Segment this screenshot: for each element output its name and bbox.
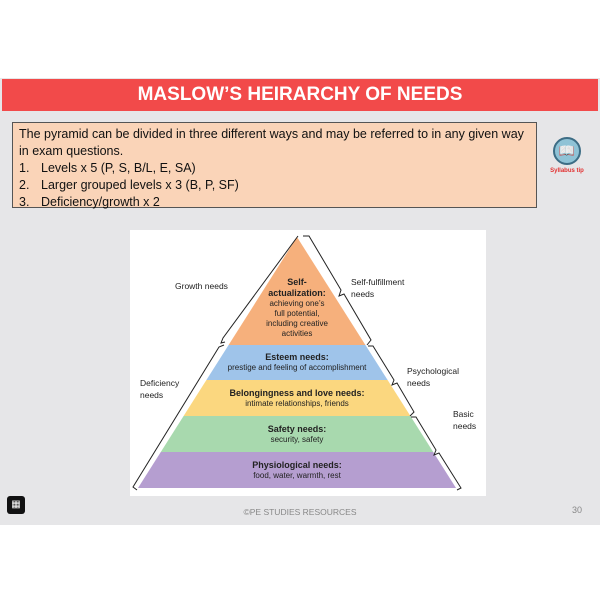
list-text: Levels x 5 (P, S, B/L, E, SA) — [41, 161, 196, 175]
list-item: 2. Larger grouped levels x 3 (B, P, SF) — [19, 177, 530, 194]
page-number: 30 — [572, 505, 583, 515]
level-label-physiological: Physiological needs:food, water, warmth,… — [252, 460, 342, 480]
tip-list: 1. Levels x 5 (P, S, B/L, E, SA) 2. Larger… — [19, 160, 530, 211]
level-belongingness — [183, 380, 411, 416]
list-number: 3. — [19, 195, 30, 209]
level-label-belongingness: Belongingness and love needs:intimate re… — [229, 388, 365, 408]
level-self-actualization — [228, 237, 366, 345]
tip-intro: The pyramid can be divided in three diff… — [19, 127, 524, 158]
copyright-footer: ©PE STUDIES RESOURCES — [243, 507, 357, 517]
list-text: Larger grouped levels x 3 (B, P, SF) — [41, 178, 239, 192]
brace-self-fulfillment — [303, 235, 372, 346]
syllabus-tip-badge: 📖 Syllabus tip — [549, 137, 585, 174]
brace-growth — [220, 235, 299, 344]
label-growth-needs: Growth needs — [175, 281, 228, 291]
syllabus-tip-label: Syllabus tip — [550, 168, 584, 174]
tip-box: The pyramid can be divided in three diff… — [12, 122, 537, 211]
list-number: 1. — [19, 161, 30, 175]
book-lightbulb-icon: 📖 — [553, 137, 581, 165]
brace-psychological — [368, 345, 415, 417]
level-label-safety: Safety needs:security, safety — [267, 424, 327, 444]
list-text: Deficiency/growth x 2 — [41, 195, 160, 209]
brace-deficiency — [132, 344, 225, 491]
list-number: 2. — [19, 178, 30, 192]
level-esteem — [206, 345, 388, 380]
level-physiological — [138, 452, 456, 488]
list-item: 3. Deficiency/growth x 2 — [19, 194, 530, 211]
group-braces — [132, 235, 462, 491]
level-safety — [160, 416, 434, 452]
pe-studies-logo-icon: ▦ — [7, 496, 25, 514]
list-item: 1. Levels x 5 (P, S, B/L, E, SA) — [19, 160, 530, 177]
brace-basic — [411, 416, 462, 491]
slide-title: MASLOW’S HEIRARCHY OF NEEDS — [2, 79, 598, 111]
level-label-esteem: Esteem needs:prestige and feeling of acc… — [227, 352, 367, 372]
